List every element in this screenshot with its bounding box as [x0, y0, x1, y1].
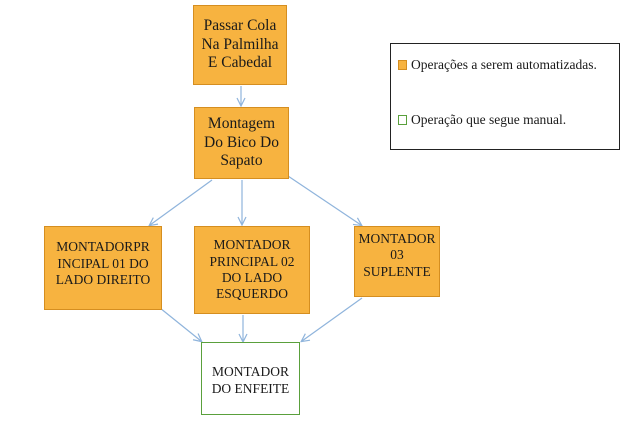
node-passar-cola: Passar Cola Na Palmilha E Cabedal [193, 5, 287, 85]
automated-swatch-icon [398, 60, 407, 70]
legend-manual-label: Operação que segue manual. [411, 112, 567, 127]
manual-swatch-icon [398, 115, 407, 125]
node-montador-principal-01: MONTADORPR INCIPAL 01 DO LADO DIREITO [44, 226, 162, 310]
arrow-montador-01-to-enfeite [159, 307, 201, 341]
legend: Operações a serem automatizadas. Operaçã… [390, 43, 620, 150]
node-montador-principal-02: MONTADOR PRINCIPAL 02 DO LADO ESQUERDO [194, 226, 310, 314]
arrow-montador-03-to-enfeite [302, 297, 363, 341]
node-montador-03-suplente: MONTADOR 03 SUPLENTE [354, 226, 440, 297]
node-montador-enfeite-label: MONTADOR DO ENFEITE [211, 364, 290, 396]
node-montagem-bico: Montagem Do Bico Do Sapato [194, 107, 289, 179]
node-montador-03-suplente-label: MONTADOR 03 SUPLENTE [358, 230, 436, 279]
legend-automated-label: Operações a serem automatizadas. [411, 57, 597, 72]
legend-item-automated: Operações a serem automatizadas. [398, 57, 598, 74]
node-montador-principal-02-label: MONTADOR PRINCIPAL 02 DO LADO ESQUERDO [209, 237, 295, 302]
arrow-bico-to-montador-03 [287, 175, 361, 225]
node-montador-principal-01-label: MONTADORPR INCIPAL 01 DO LADO DIREITO [55, 239, 151, 288]
arrow-bico-to-montador-01 [150, 179, 213, 225]
node-montagem-bico-label: Montagem Do Bico Do Sapato [204, 114, 279, 170]
node-passar-cola-label: Passar Cola Na Palmilha E Cabedal [201, 16, 279, 72]
legend-item-manual: Operação que segue manual. [398, 112, 613, 129]
node-montador-enfeite: MONTADOR DO ENFEITE [201, 342, 300, 415]
